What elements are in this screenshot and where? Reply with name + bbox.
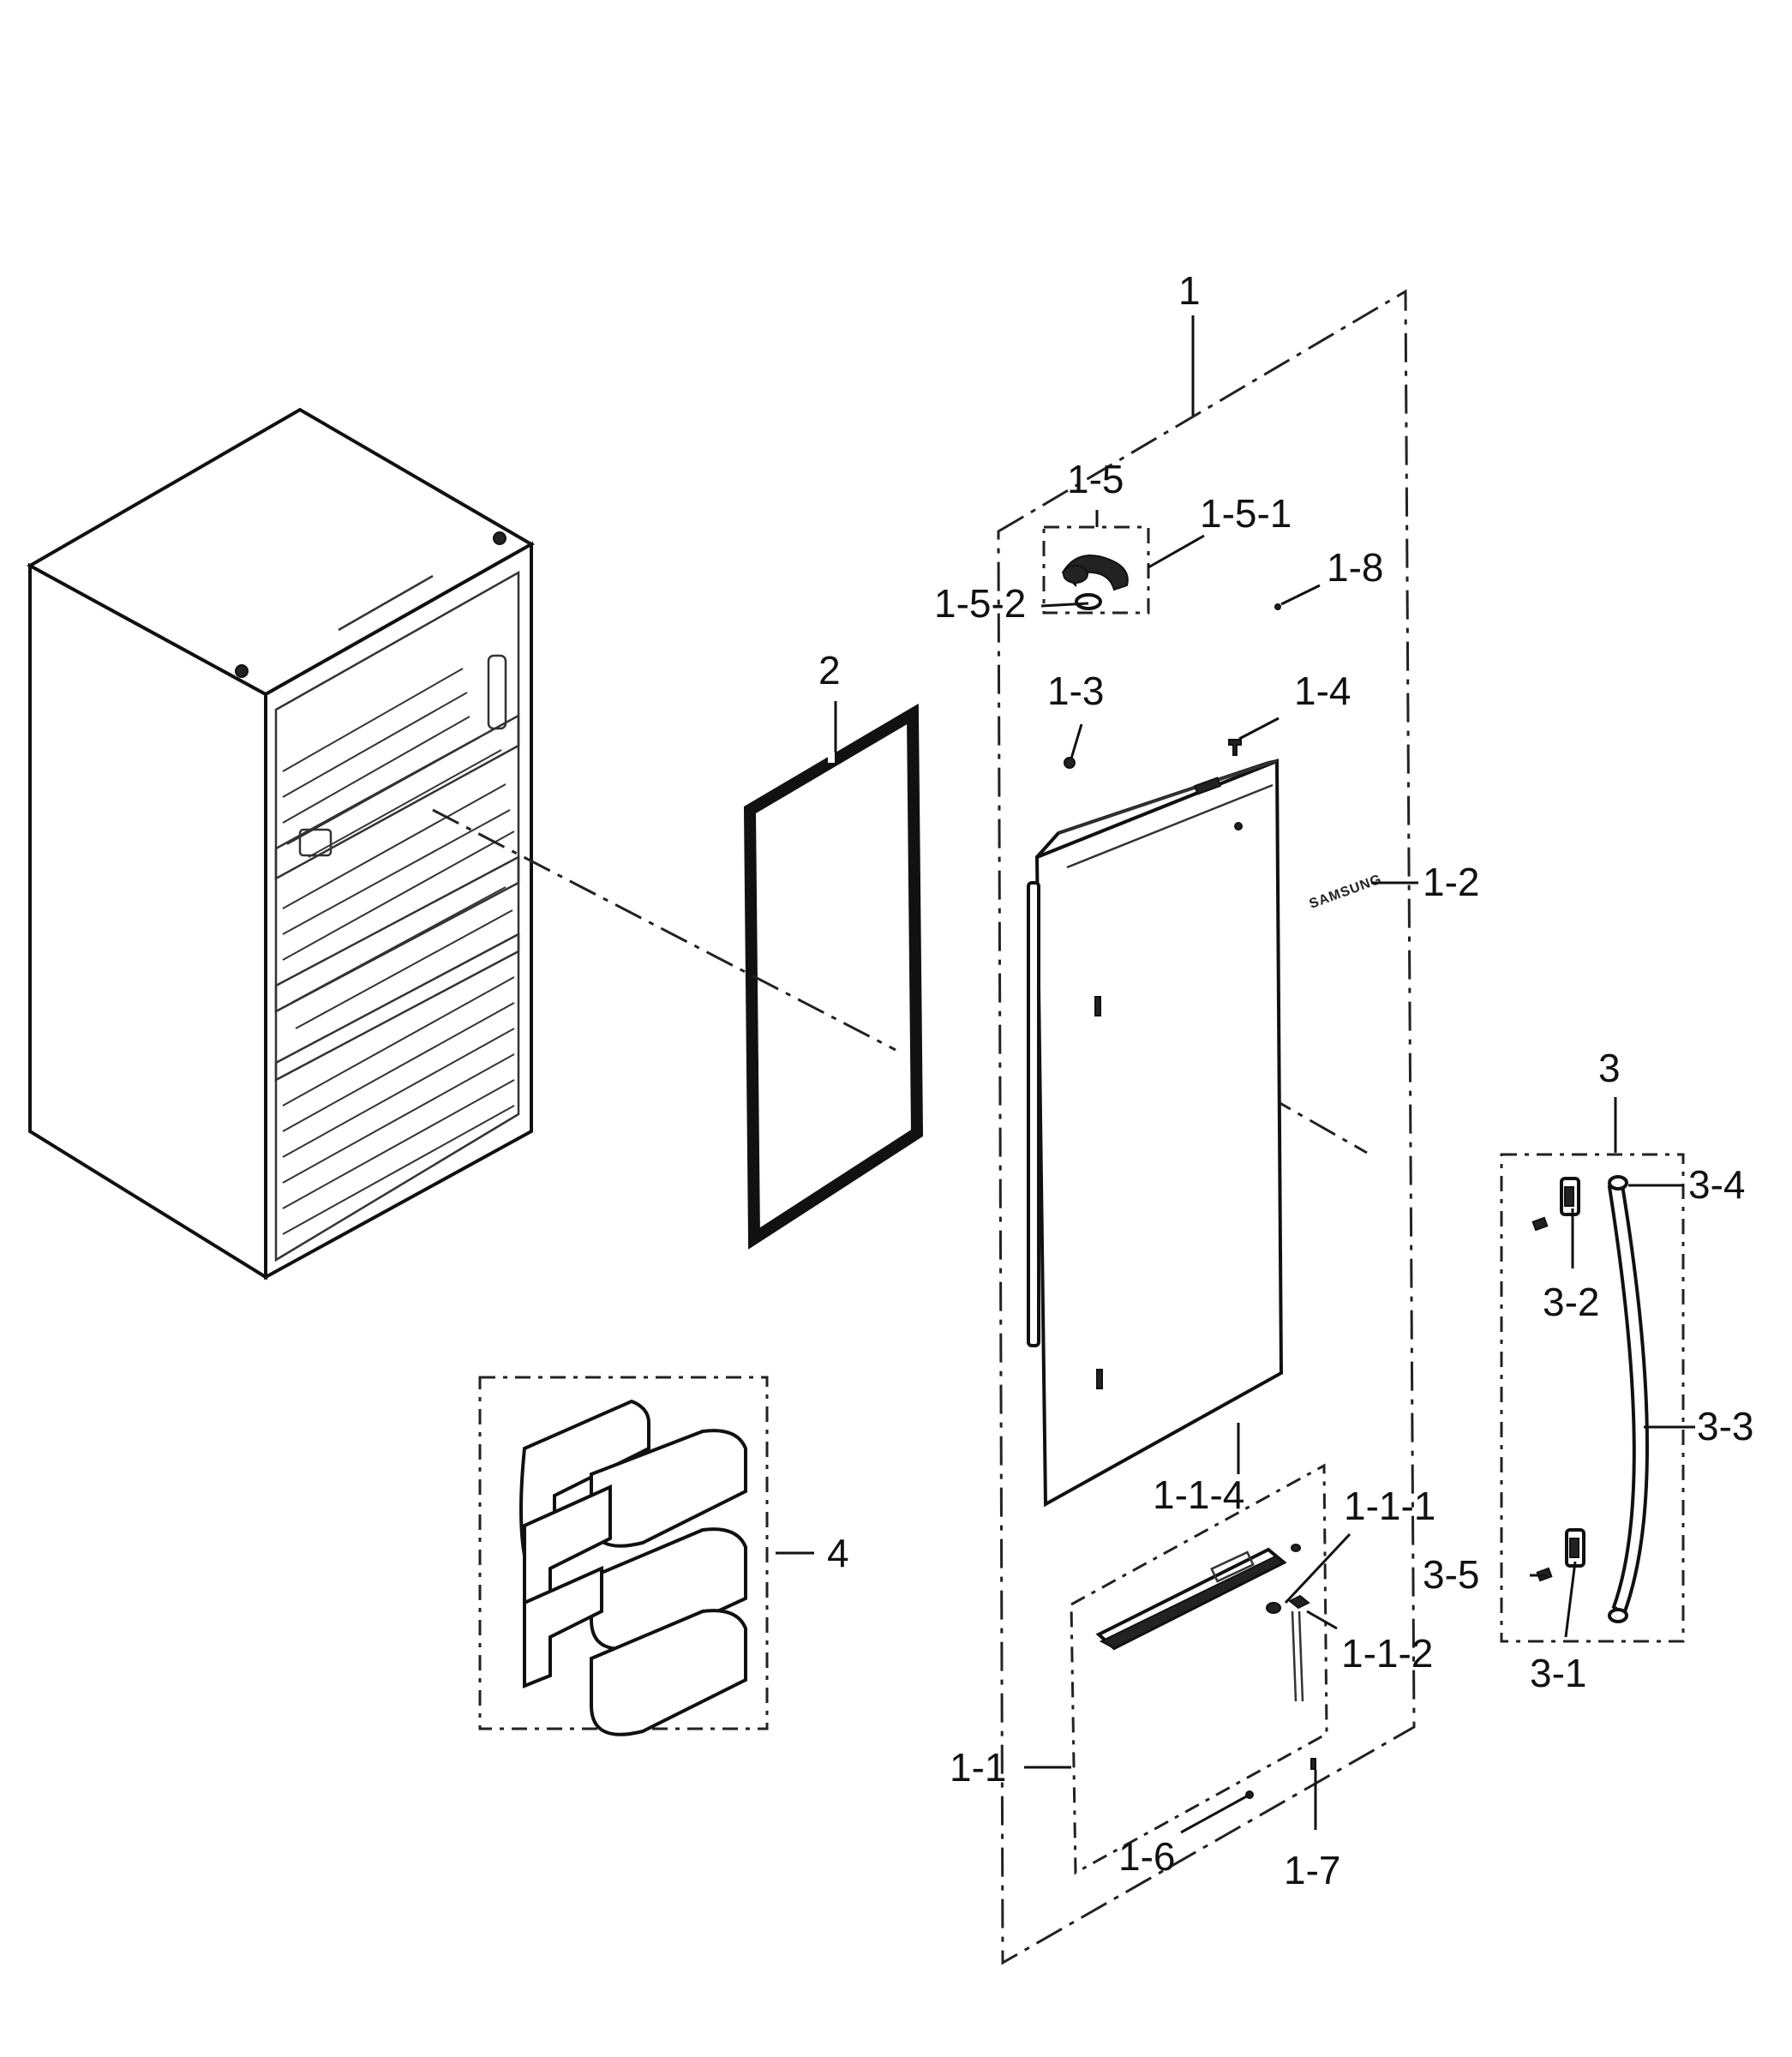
callout-1-5: 1-5 (1067, 457, 1124, 501)
crisper-hatching (282, 886, 515, 1235)
brand-logo: SAMSUNG (1308, 872, 1384, 911)
callout-3-2: 3-2 (1543, 1280, 1599, 1324)
fridge-door: SAMSUNG (1027, 759, 1384, 1508)
screw-1-3 (1064, 757, 1076, 769)
hinge-assembly (1061, 555, 1281, 610)
callout-1-7: 1-7 (1284, 1848, 1340, 1892)
screw-1-4 (1228, 739, 1242, 756)
callout-2: 2 (818, 648, 841, 693)
callout-3-4: 3-4 (1688, 1162, 1745, 1207)
callout-3-5: 3-5 (1423, 1552, 1479, 1597)
callout-1-1-2: 1-1-2 (1341, 1631, 1433, 1676)
callout-1-1: 1-1 (950, 1745, 1006, 1790)
callout-3-1: 3-1 (1530, 1651, 1586, 1695)
refrigerator-cabinet (26, 407, 536, 1280)
door-handle (1531, 1175, 1649, 1623)
callout-1-3: 1-3 (1047, 669, 1104, 713)
upper-shelf-hatching (282, 668, 515, 961)
callout-1-4: 1-4 (1294, 669, 1351, 713)
callout-1-2: 1-2 (1423, 860, 1479, 904)
door-bins (519, 1399, 747, 1736)
callout-1-1-1: 1-1-1 (1344, 1484, 1435, 1528)
callout-3-3: 3-3 (1697, 1404, 1753, 1448)
door-gasket (743, 703, 924, 1250)
lower-hinge-cover (1095, 1544, 1316, 1799)
callout-1-5-1: 1-5-1 (1200, 491, 1292, 536)
callout-1-6: 1-6 (1118, 1834, 1175, 1879)
callout-4: 4 (827, 1531, 849, 1575)
callout-labels: 1 1-5 1-5-1 1-5-2 1-8 1-3 1-4 1-2 2 3 3-… (818, 268, 1753, 1892)
callout-1-8: 1-8 (1327, 545, 1383, 590)
callout-1: 1 (1178, 268, 1201, 313)
callout-1-5-2: 1-5-2 (934, 581, 1026, 626)
leader-lines (776, 315, 1695, 1834)
callout-3: 3 (1598, 1046, 1621, 1090)
callout-1-1-4: 1-1-4 (1153, 1472, 1244, 1517)
